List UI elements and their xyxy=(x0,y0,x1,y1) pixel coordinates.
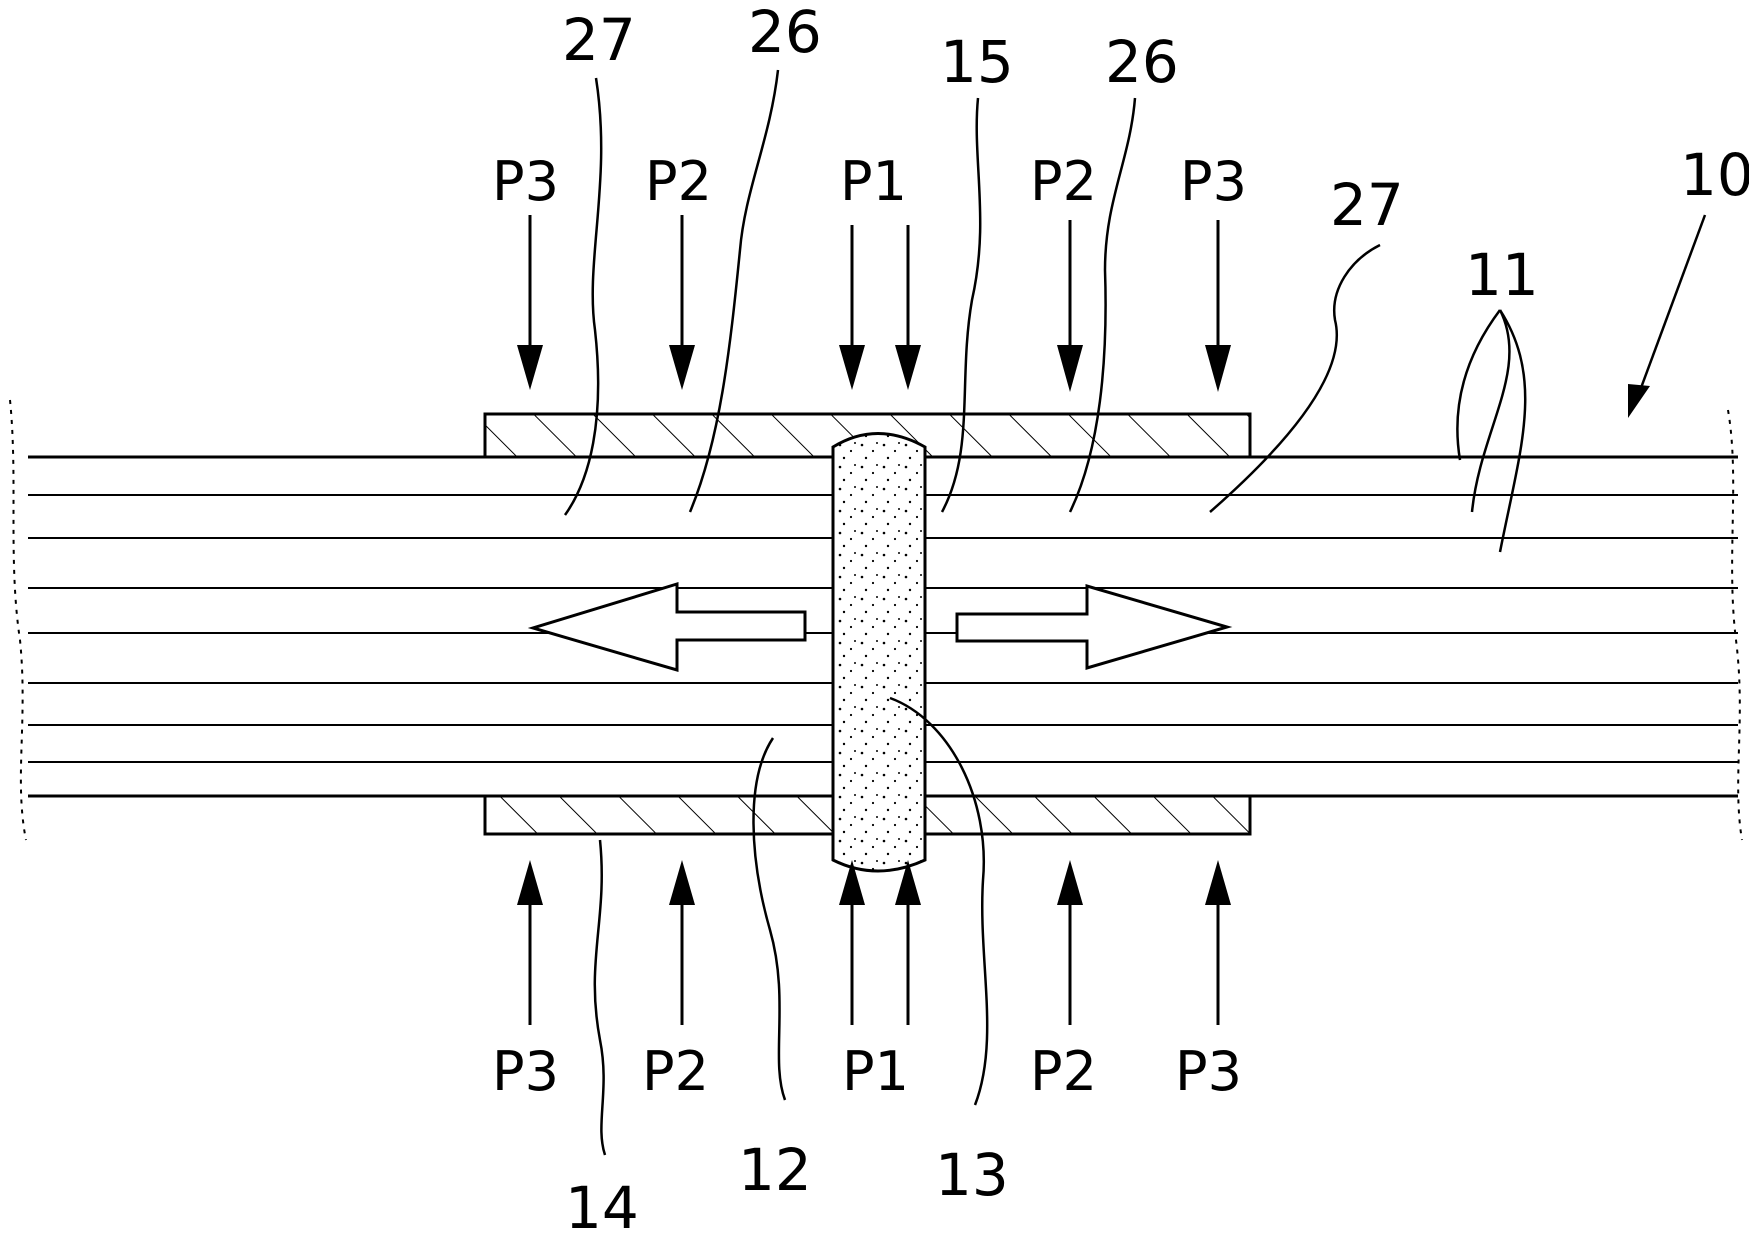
ref-26-left: 26 xyxy=(748,0,822,66)
ref-14: 14 xyxy=(565,1174,639,1235)
pressure-label-bottom: P2 xyxy=(1030,1040,1097,1103)
ref-27-right: 27 xyxy=(1330,171,1404,239)
ref-27-left: 27 xyxy=(562,6,636,74)
central-element xyxy=(831,432,927,873)
pressure-label-top: P2 xyxy=(1030,150,1097,213)
pressure-label-bottom: P2 xyxy=(642,1040,709,1103)
bottom-pressure-arrows xyxy=(517,860,1231,1025)
pressure-label-top: P2 xyxy=(645,150,712,213)
pressure-label-bottom: P3 xyxy=(1175,1040,1242,1103)
leader-lines xyxy=(563,69,1707,1156)
pressure-label-top: P3 xyxy=(492,150,559,213)
ref-26-right: 26 xyxy=(1105,28,1179,96)
pressure-label-top: P3 xyxy=(1180,150,1247,213)
pressure-label-bottom: P1 xyxy=(842,1040,909,1103)
ref-11: 11 xyxy=(1465,241,1539,309)
left-hollow-arrow xyxy=(527,581,807,672)
pressure-label-top: P1 xyxy=(840,150,907,213)
ref-10: 10 xyxy=(1680,141,1749,209)
right-hollow-arrow xyxy=(955,583,1233,671)
ref-13: 13 xyxy=(935,1141,1009,1209)
ref-12: 12 xyxy=(738,1136,812,1204)
top-pressure-arrows xyxy=(517,215,1231,392)
pressure-label-bottom: P3 xyxy=(492,1040,559,1103)
ref-15: 15 xyxy=(940,28,1014,96)
